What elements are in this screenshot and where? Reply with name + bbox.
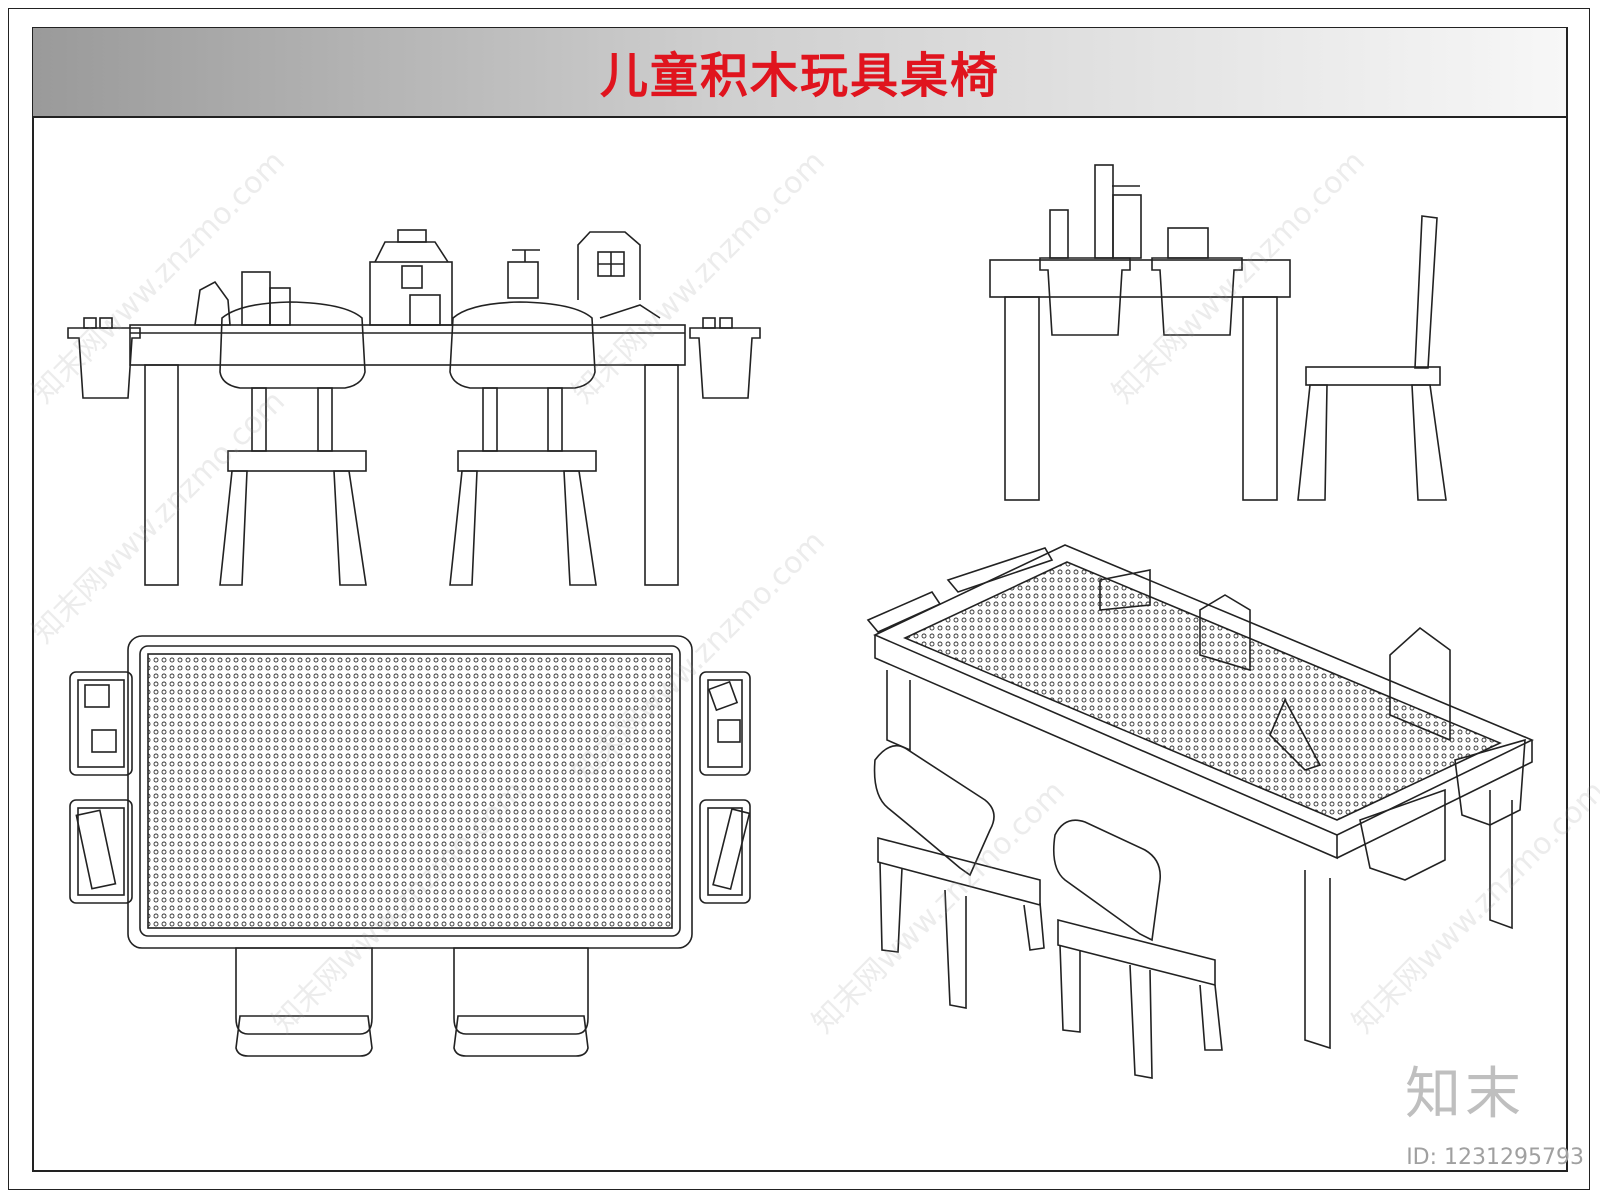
outer-frame [8,8,1590,1190]
side-elevation-view [989,164,1447,501]
front-elevation-view [67,229,761,586]
title-band [33,28,1566,118]
brand-logo: 知末 [1405,1062,1525,1127]
page-title: 儿童积木玩具桌椅 [599,48,1000,104]
id-label: ID: 1231295793 [1406,1145,1584,1170]
plan-view [69,635,751,1057]
isometric-view [866,544,1534,1079]
